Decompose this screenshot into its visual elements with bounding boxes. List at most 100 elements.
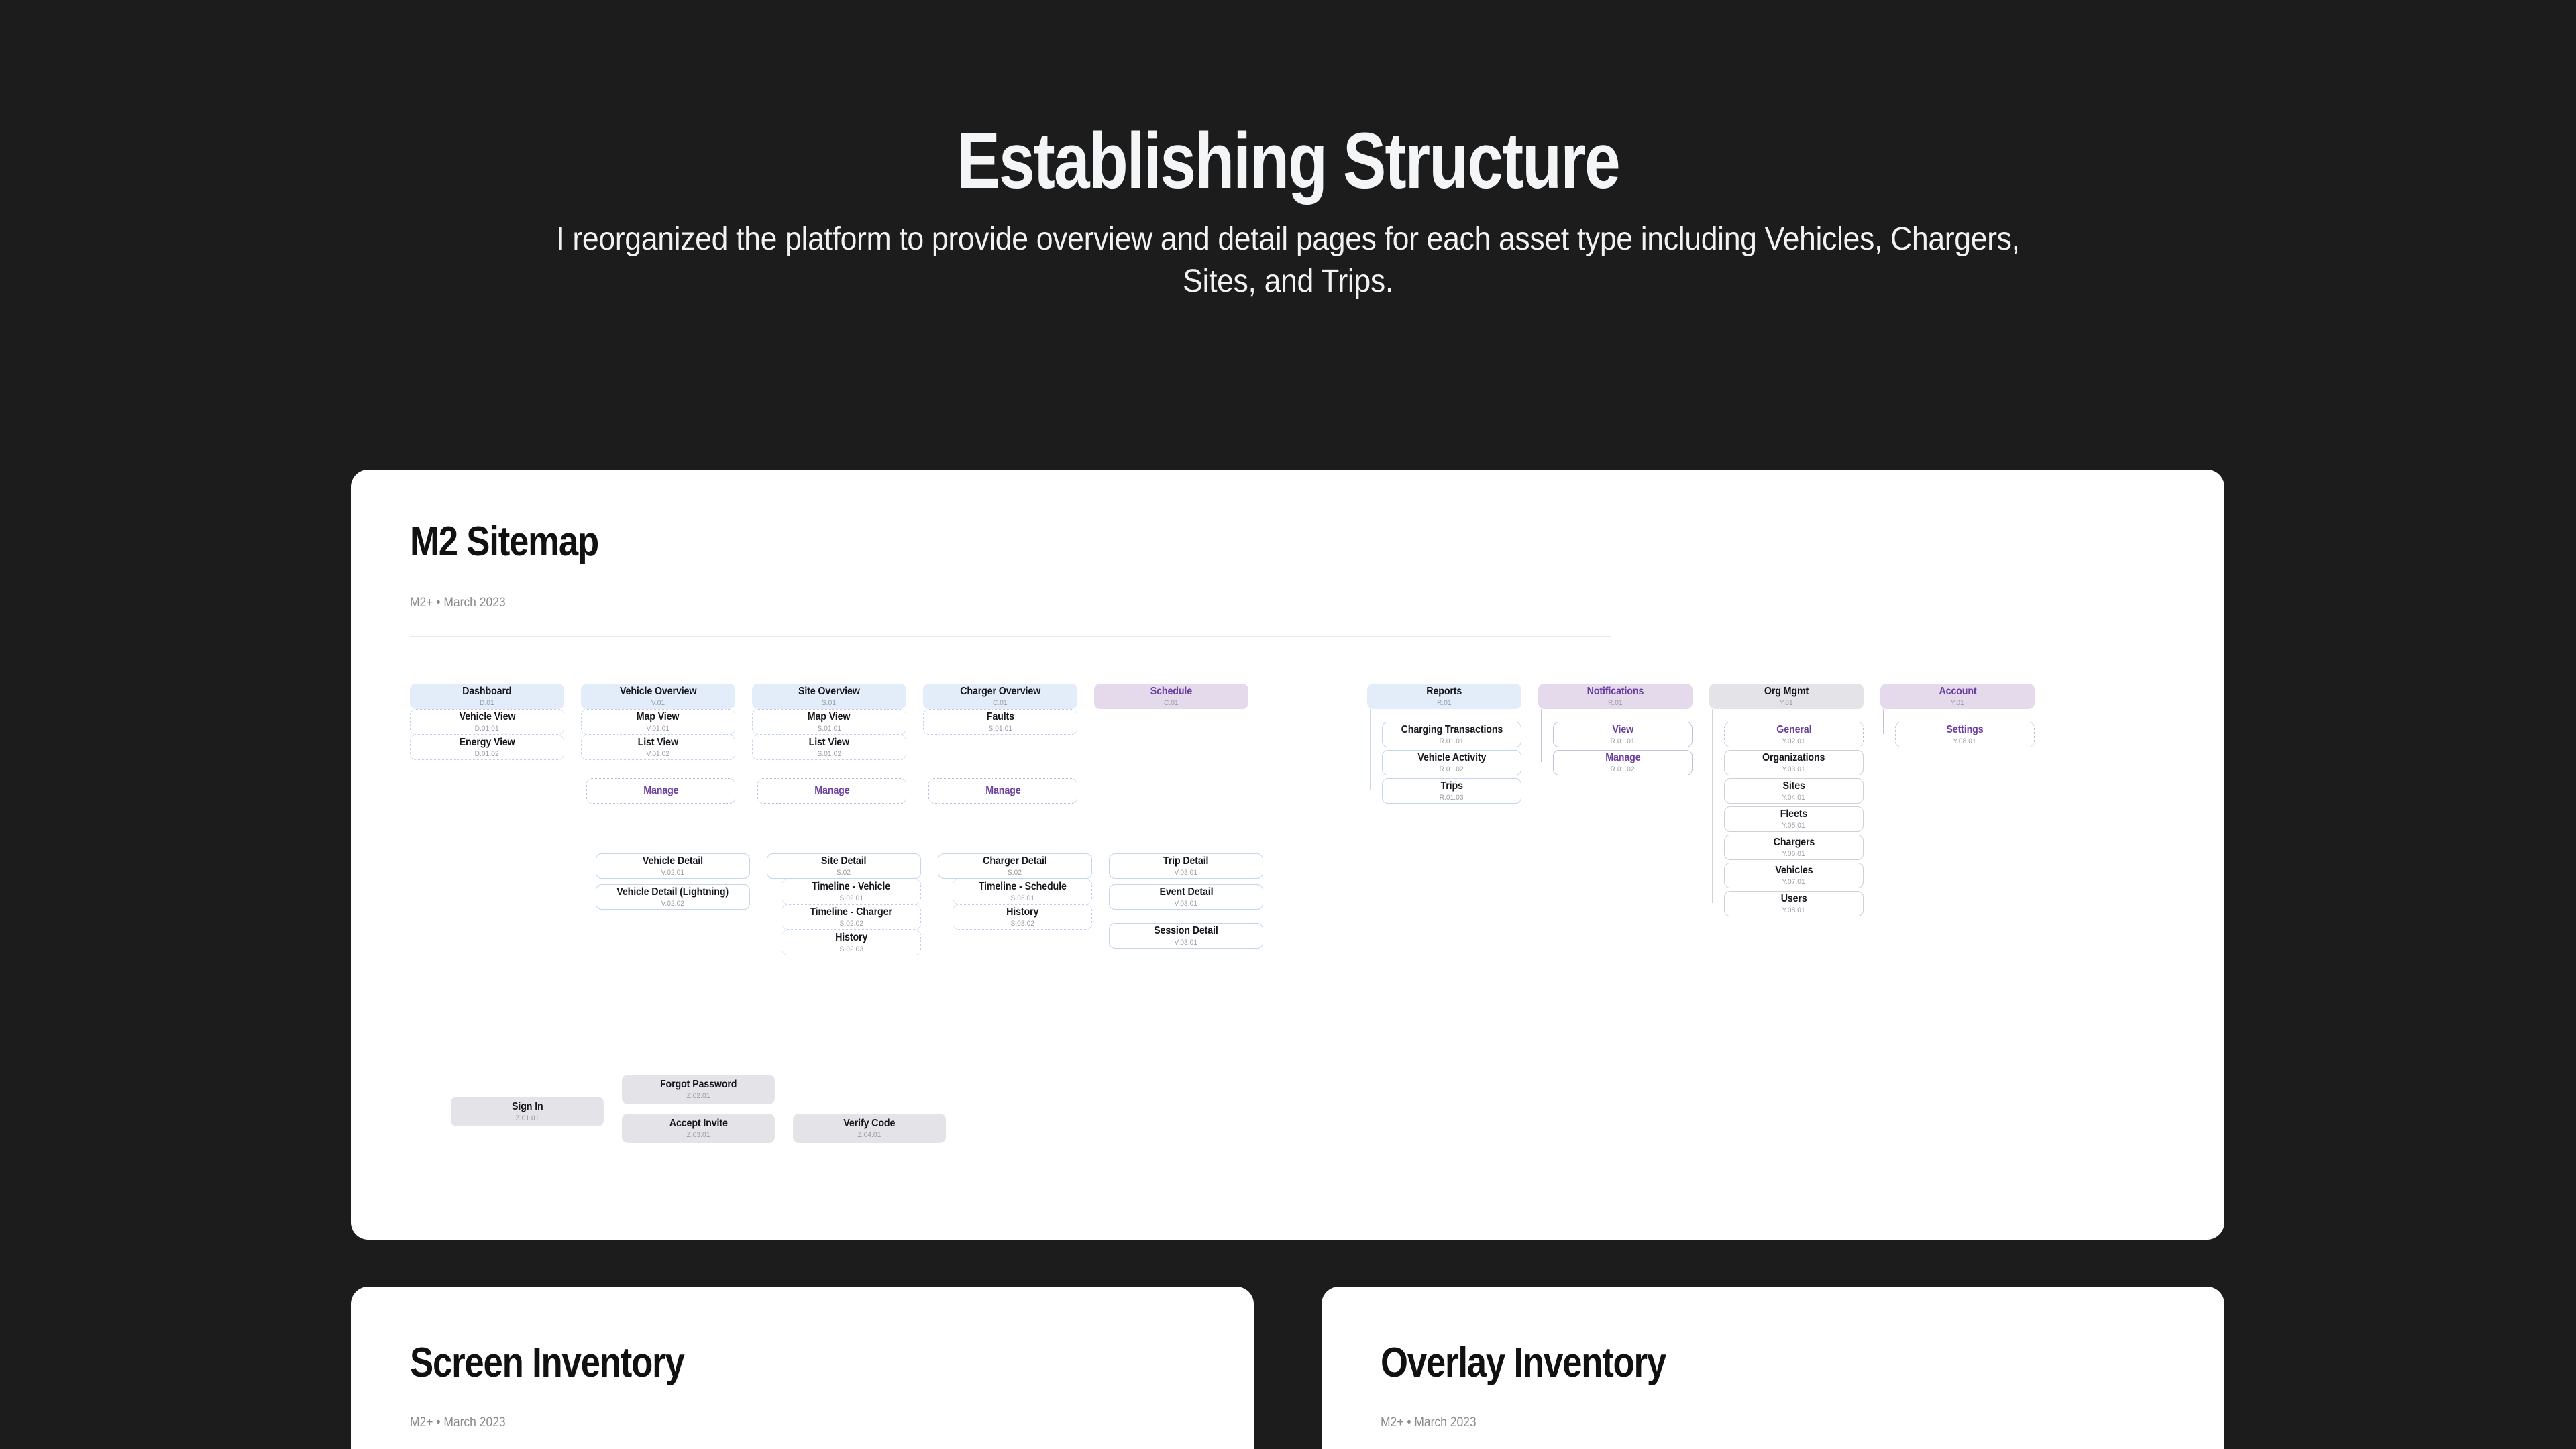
card-screen-inventory-title: Screen Inventory <box>410 1340 685 1386</box>
node-code: Y.03.01 <box>1782 765 1806 773</box>
node-label: Energy View <box>459 737 515 749</box>
node-code: R.01.01 <box>1610 737 1635 745</box>
node-label: Charger Overview <box>960 686 1040 698</box>
sitemap-node-charger-overview-manage[interactable]: Manage <box>928 778 1077 804</box>
node-label: Vehicle Detail <box>642 855 704 867</box>
node-label: Organizations <box>1762 752 1825 764</box>
node-label: List View <box>637 737 679 749</box>
node-label: Site Detail <box>821 855 867 867</box>
node-code: R.01.01 <box>1439 737 1464 745</box>
node-label: History <box>1006 906 1039 918</box>
node-label: Org Mgmt <box>1764 686 1809 698</box>
node-label: Event Detail <box>1159 886 1213 898</box>
node-label: Sites <box>1782 780 1805 792</box>
node-label: Vehicle Activity <box>1417 752 1486 764</box>
node-code: Y.02.01 <box>1782 737 1806 745</box>
node-label: Settings <box>1946 724 1984 736</box>
node-label: View <box>1612 724 1633 736</box>
sitemap-node-site-overview-manage[interactable]: Manage <box>757 778 906 804</box>
node-label: History <box>835 932 868 944</box>
node-label: Charging Transactions <box>1401 724 1503 736</box>
node-code: Z.01.01 <box>515 1114 539 1122</box>
node-code: C.01 <box>1164 698 1179 707</box>
node-code: V.01.02 <box>646 749 670 758</box>
node-code: S.02.02 <box>839 919 863 928</box>
node-label: Manage <box>643 785 679 797</box>
node-label: Account <box>1938 686 1977 698</box>
node-code: Y.08.01 <box>1782 906 1806 914</box>
node-code: R.01.03 <box>1439 793 1464 802</box>
sitemap-node-vehicle-detail-sibling-0[interactable]: Vehicle Detail (Lightning)V.02.02 <box>596 884 750 910</box>
node-label: Dashboard <box>462 686 512 698</box>
node-label: Trips <box>1440 780 1463 792</box>
node-label: Map View <box>637 711 680 723</box>
node-code: D.01.02 <box>474 749 500 758</box>
node-code: Y.06.01 <box>1782 849 1806 858</box>
node-label: Vehicle Overview <box>619 686 697 698</box>
node-label: Map View <box>808 711 851 723</box>
node-code: S.03.01 <box>1010 894 1034 902</box>
node-label: Manage <box>1605 752 1641 764</box>
node-code: Y.05.01 <box>1782 821 1806 830</box>
node-code: Y.07.01 <box>1782 877 1806 886</box>
node-code: V.03.01 <box>1174 938 1198 947</box>
node-label: Faults <box>986 711 1014 723</box>
node-label: Manage <box>814 785 850 797</box>
node-label: Sign In <box>511 1101 543 1113</box>
page-title: Establishing Structure <box>957 117 1620 205</box>
card-sitemap-meta: M2+ • March 2023 <box>410 596 506 610</box>
hero-section: Establishing Structure I reorganized the… <box>0 121 2576 303</box>
node-label: Reports <box>1426 686 1462 698</box>
card-overlay-inventory-title: Overlay Inventory <box>1381 1340 1666 1386</box>
node-code: S.01.01 <box>817 724 841 733</box>
node-label: Chargers <box>1773 837 1815 849</box>
sitemap-node-vehicle-overview-manage[interactable]: Manage <box>586 778 735 804</box>
node-code: Z.02.01 <box>686 1091 710 1100</box>
